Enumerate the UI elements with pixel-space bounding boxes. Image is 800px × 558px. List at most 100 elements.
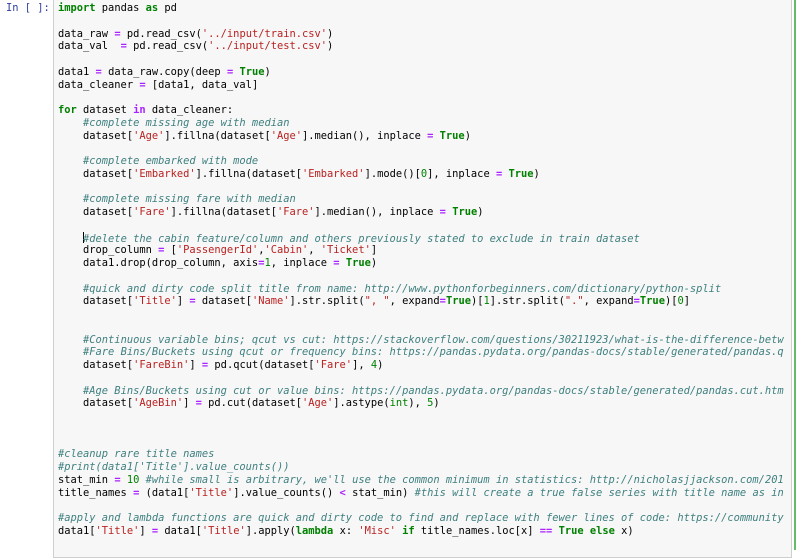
code-line[interactable] [58,91,784,104]
code-line[interactable] [58,142,784,155]
code-line[interactable]: #complete embarked with mode [58,155,784,168]
keyword-token: True [445,295,471,308]
code-text-token: ], inplace [427,167,496,180]
code-line[interactable] [58,53,784,66]
code-line[interactable]: data_val = pd.read_csv('../input/test.cs… [58,40,784,53]
code-line[interactable]: #cleanup rare title names [58,448,784,461]
code-line[interactable] [58,181,784,194]
code-text-token: dataset[ [58,206,134,218]
input-prompt: In [ ]: [6,2,50,14]
code-line[interactable]: dataset['Title'] = dataset['Name'].str.s… [58,295,784,308]
code-line[interactable]: data1['Title'] = data1['Title'].apply(la… [58,525,784,538]
string-token: 'Ticket' [320,244,371,257]
code-line[interactable]: #complete missing fare with median [58,193,784,206]
code-text-token: , [258,244,265,257]
code-text-token: , [308,244,321,257]
code-line[interactable]: #print(data1['Title'].value_counts()) [58,461,784,474]
number-token: 1 [483,295,490,308]
code-line[interactable] [58,15,784,28]
string-token: 'Title' [189,486,234,499]
string-token: 'Cabin' [264,244,309,257]
code-line[interactable]: #complete missing age with median [58,117,784,130]
code-text-token [58,385,83,397]
keyword-token: for [58,104,77,116]
code-line[interactable]: for dataset in data_cleaner: [58,104,784,117]
code-line[interactable] [58,436,784,449]
operator-token: = [151,524,159,537]
code-line[interactable] [58,410,784,423]
comment-token: #complete embarked with mode [83,155,259,167]
comment-token: #Age Bins/Buckets using cut or value bin… [83,384,784,397]
code-area[interactable]: import pandas as pd data_raw = pd.read_c… [58,2,784,538]
code-line[interactable]: #delete the cabin feature/column and oth… [58,231,784,245]
code-line[interactable]: #Age Bins/Buckets using cut or value bin… [58,385,784,398]
code-text-token: ) [533,167,540,180]
code-line[interactable]: data_raw = pd.read_csv('../input/train.c… [58,28,784,41]
operator-token: = [139,78,146,91]
string-token: '../input/test.csv' [208,40,328,53]
code-line[interactable] [58,499,784,512]
code-line[interactable] [58,423,784,436]
code-line[interactable]: title_names = (data1['Title'].value_coun… [58,487,784,500]
operator-token: = [95,65,102,78]
code-text-token: )[ [470,295,484,308]
code-text-token: data1.drop(drop_column, axis [58,257,259,269]
code-line[interactable]: drop_column = ['PassengerId','Cabin', 'T… [58,244,784,257]
code-line[interactable]: data_cleaner = [data1, data_val] [58,79,784,92]
code-line[interactable] [58,321,784,334]
code-text-token [58,283,83,295]
code-line[interactable] [58,219,784,232]
code-text-token: data_raw [58,27,115,40]
code-text-token: ] [683,295,690,308]
code-line[interactable]: dataset['FareBin'] = pd.qcut(dataset['Fa… [58,359,784,372]
keyword-token: True [239,65,265,78]
code-line[interactable] [58,308,784,321]
keyword-token: True [452,206,478,218]
code-line[interactable]: #Fare Bins/Buckets using qcut or frequen… [58,346,784,359]
code-text-token [58,334,83,346]
operator-token: = [158,244,165,257]
operator-token: = [258,257,265,269]
code-line[interactable]: data1.drop(drop_column, axis=1, inplace … [58,257,784,270]
operator-token: = [495,167,503,180]
code-text-token: ], [352,359,371,371]
code-line[interactable]: dataset['Age'].fillna(dataset['Age'].med… [58,130,784,143]
code-text-token: data_cleaner [58,78,140,91]
code-line[interactable] [58,270,784,283]
code-text-token: ].median(), inplace [302,129,428,142]
code-line[interactable]: stat_min = 10 #while small is arbitrary,… [58,474,784,487]
code-text-token: ] [189,359,202,371]
string-token: 'Embarked' [302,167,365,180]
code-line[interactable]: #quick and dirty code split title from n… [58,283,784,296]
string-token: 'FareBin' [133,359,190,371]
string-token: "." [564,295,584,308]
code-line[interactable]: dataset['AgeBin'] = pd.cut(dataset['Age'… [58,397,784,410]
string-token: 'Title' [133,295,177,308]
code-line[interactable]: data1 = data_raw.copy(deep = True) [58,66,784,79]
code-line[interactable]: #Continuous variable bins; qcut vs cut: … [58,334,784,347]
code-line[interactable]: #apply and lambda functions are quick an… [58,512,784,525]
operator-token: = [114,473,121,486]
code-line[interactable]: import pandas as pd [58,2,784,15]
code-text-token: ] [183,397,196,410]
comment-token: #delete the cabin feature/column and oth… [83,232,640,245]
string-token: ", " [364,295,390,308]
code-line[interactable]: dataset['Embarked'].fillna(dataset['Emba… [58,168,784,181]
operator-token: = [133,486,140,499]
code-line[interactable] [58,372,784,385]
operator-token: = [189,295,196,308]
code-text-token: pandas [95,2,146,14]
code-line[interactable]: dataset['Fare'].fillna(dataset['Fare'].m… [58,206,784,219]
comment-token: #print(data1['Title'].value_counts()) [58,461,290,473]
code-text-token: x: [333,524,359,537]
code-text-token: dataset[ [58,167,134,180]
code-text-token [58,346,83,358]
code-text-token [58,193,83,205]
code-text-token: stat_min) [345,486,415,499]
operator-token: = [439,206,446,218]
number-token: 4 [370,359,378,371]
code-editor[interactable]: import pandas as pd data_raw = pd.read_c… [53,0,792,558]
code-text-token: dataset[ [58,129,134,142]
code-text-token: pd.read_csv( [120,27,202,40]
